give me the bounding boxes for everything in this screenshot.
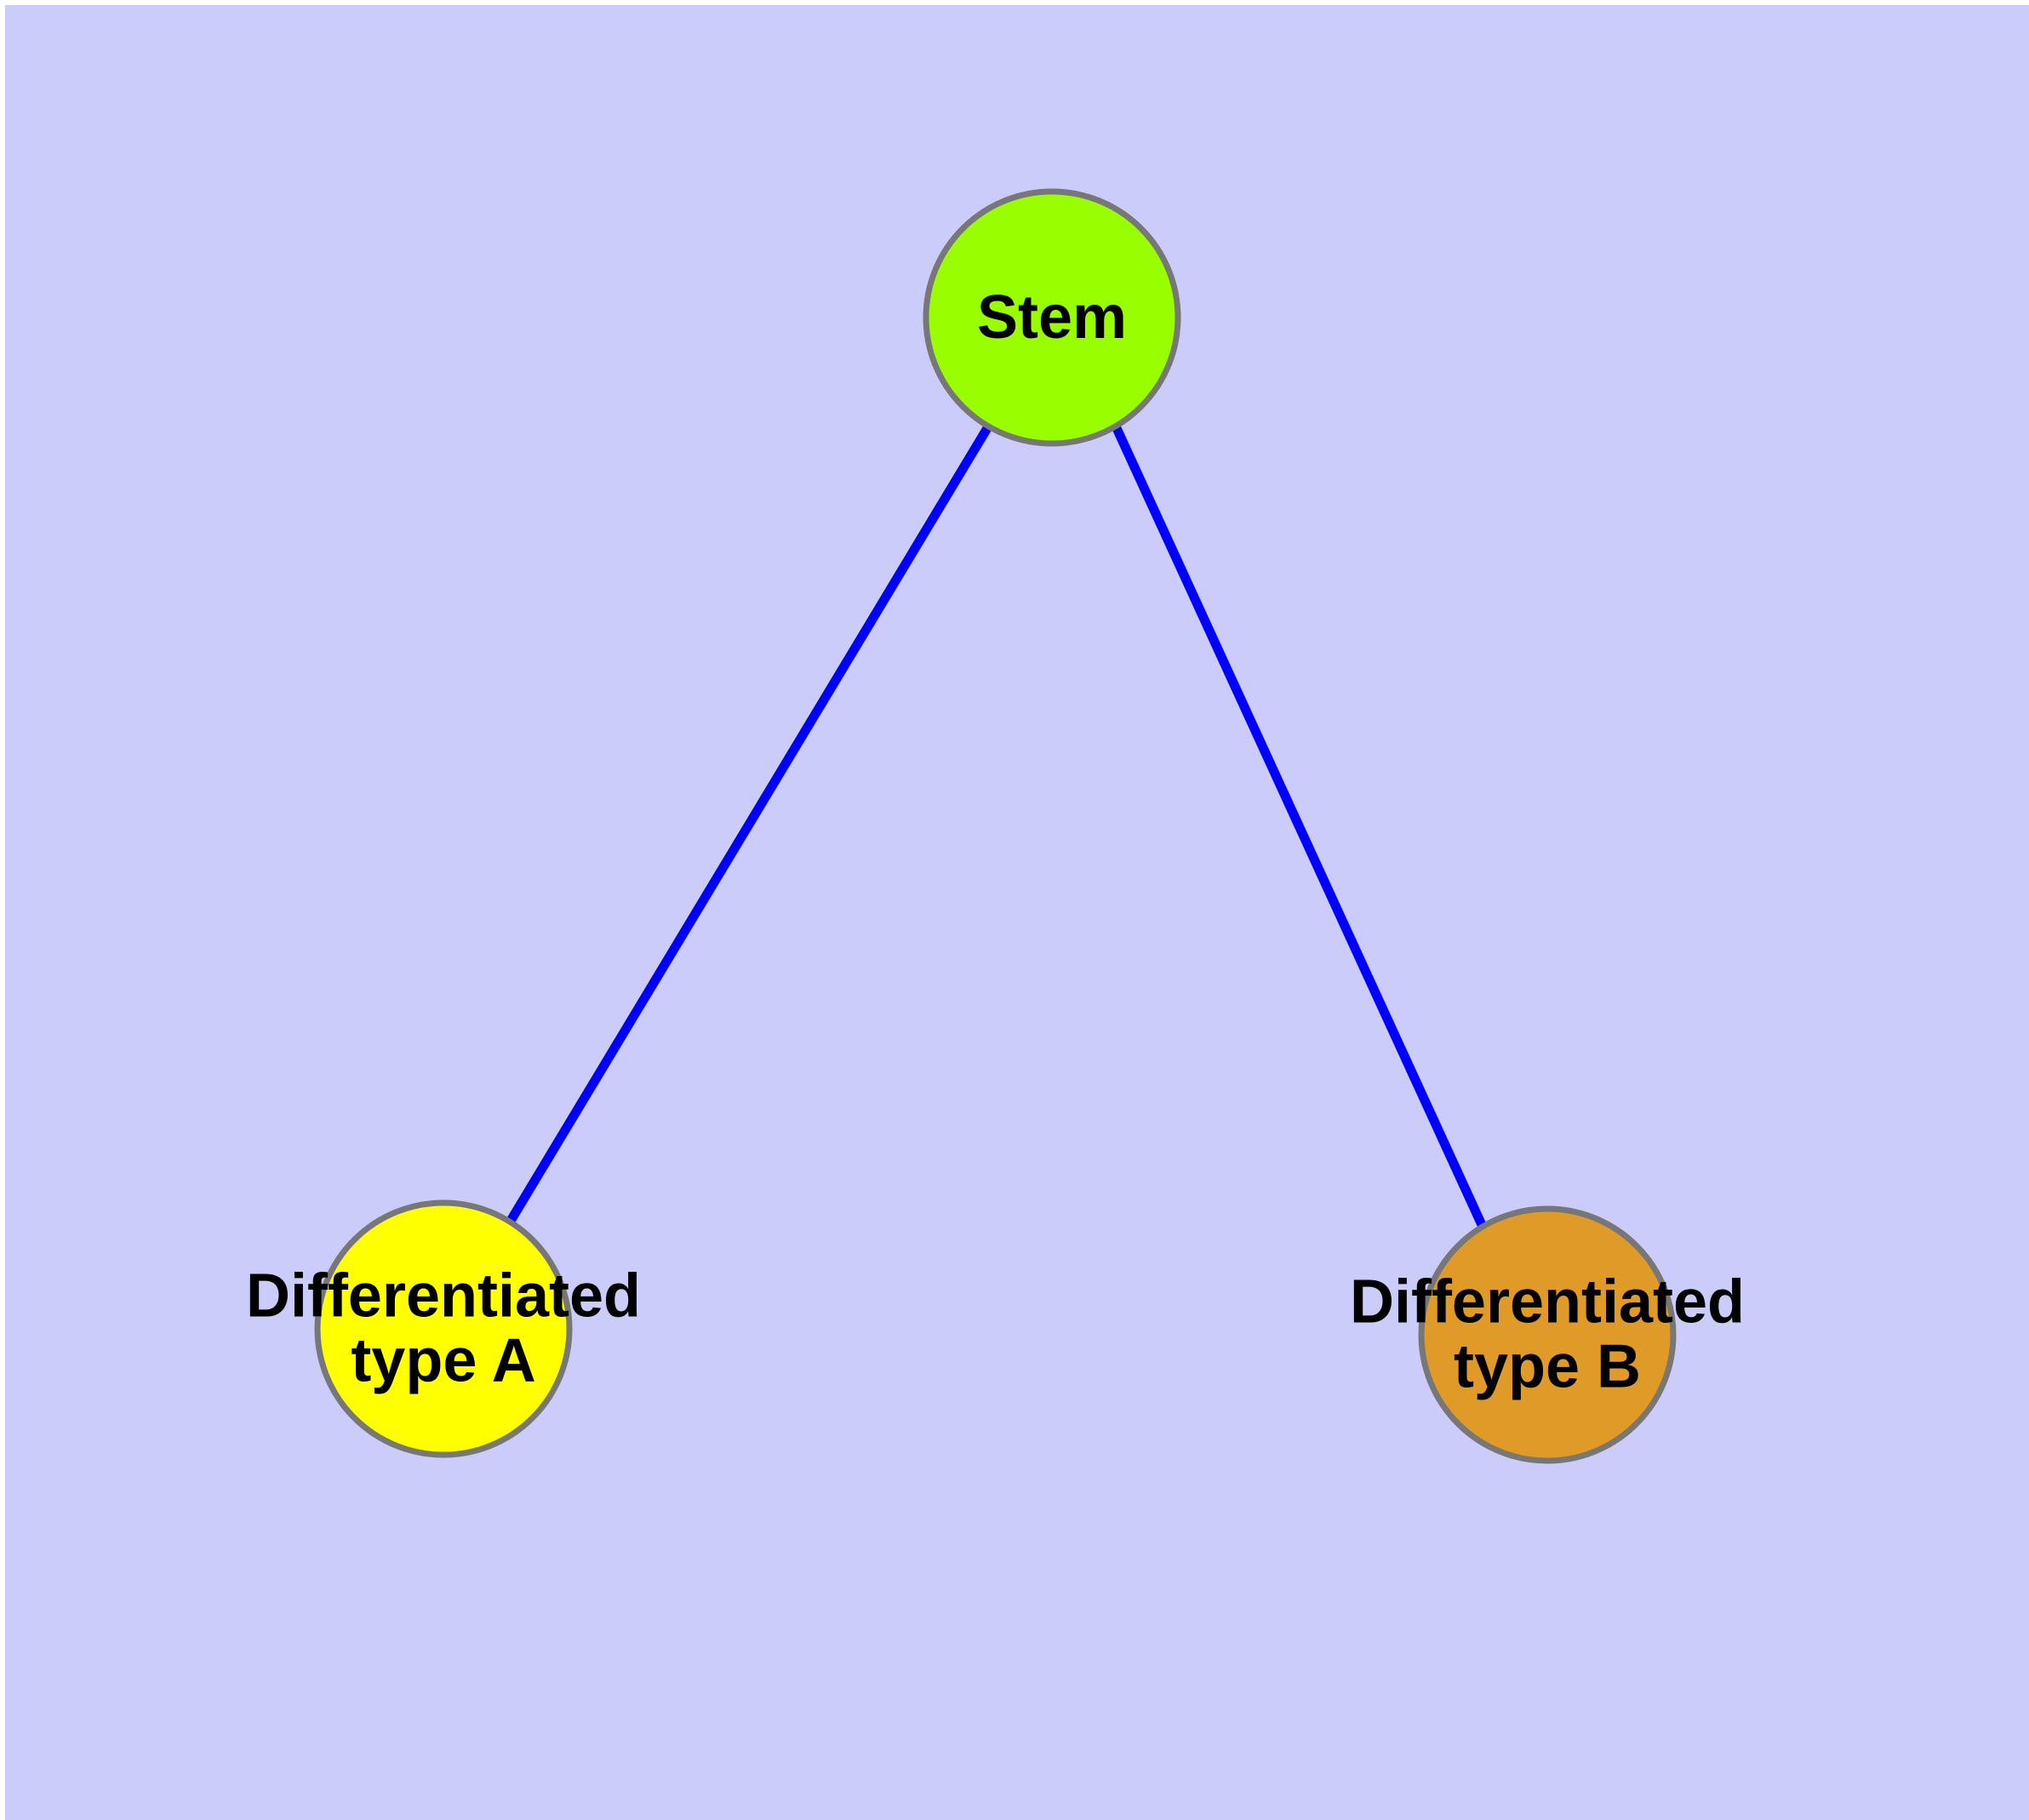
node-layer	[314, 188, 1677, 1464]
edge-stem-to-diff-a	[506, 426, 992, 1223]
node-circle-diff_b[interactable]	[1418, 1205, 1677, 1464]
edge-stem-to-diff-b	[1112, 426, 1487, 1229]
node-circle-stem[interactable]	[923, 188, 1181, 447]
edge-layer	[506, 426, 1487, 1229]
node-circle-diff_a[interactable]	[314, 1199, 573, 1458]
